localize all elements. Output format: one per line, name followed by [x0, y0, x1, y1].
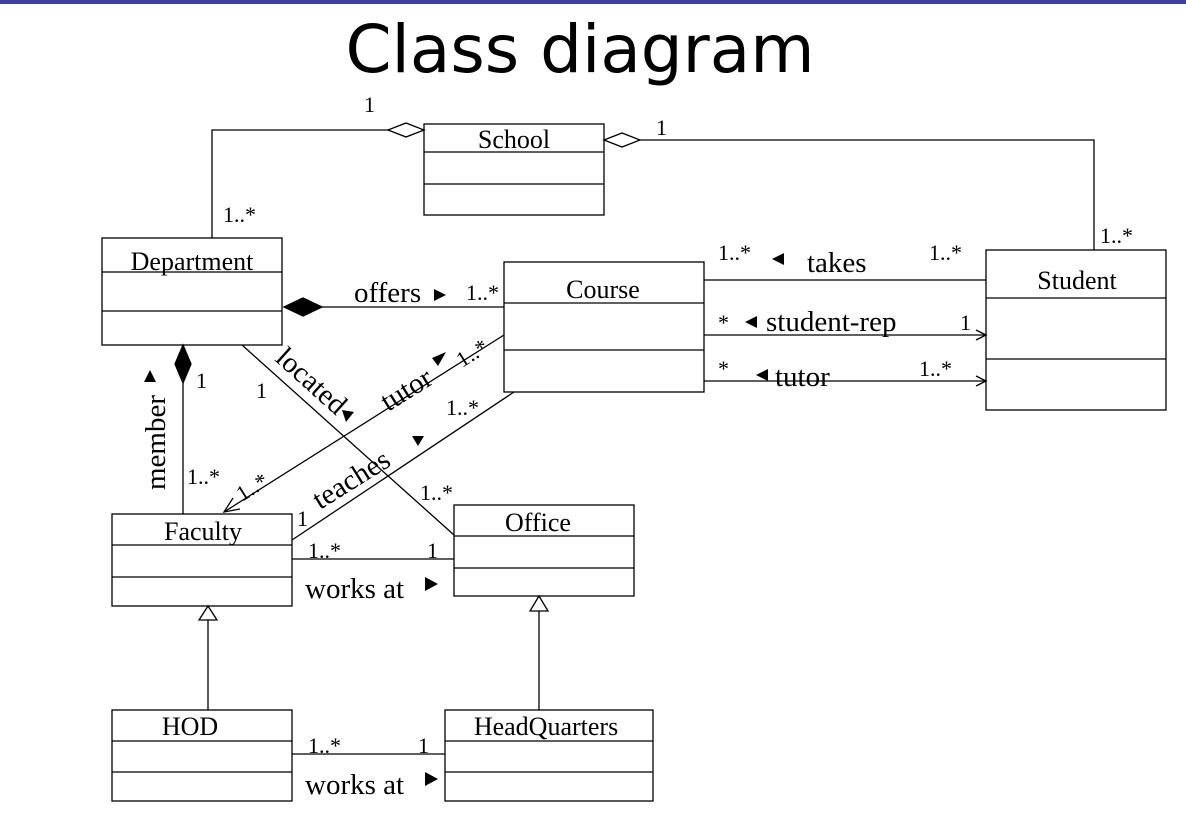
label-tutor: tutor	[775, 361, 830, 393]
direction-arrow-member	[144, 370, 156, 382]
label-member: member	[140, 395, 172, 490]
class-name-hod: HOD	[162, 712, 218, 741]
mult-school-student-school: 1	[656, 115, 667, 140]
class-department[interactable]	[101, 237, 283, 346]
top-accent-bar	[0, 0, 1186, 4]
direction-arrow-diag-tutor	[432, 352, 446, 366]
mult-teaches-faculty: 1	[297, 506, 308, 531]
generalization-triangle-office	[528, 594, 550, 612]
mult-takes-right: 1..*	[929, 240, 962, 265]
label-student-rep: student-rep	[766, 306, 896, 338]
mult-school-dept-dept: 1..*	[223, 202, 256, 227]
arrowhead-student-rep	[975, 329, 988, 341]
direction-arrow-tutor	[756, 369, 768, 381]
class-hod[interactable]	[111, 709, 293, 802]
mult-teaches-course: 1..*	[446, 395, 479, 420]
slide-title: Class diagram	[345, 11, 815, 88]
class-headquarters[interactable]	[444, 709, 654, 802]
mult-located-dept: 1	[256, 378, 267, 403]
mult-works-at-faculty: 1..*	[308, 538, 341, 563]
mult-student-rep-right: 1	[960, 310, 971, 335]
label-works-at-1: works at	[305, 573, 404, 605]
assoc-school-student	[640, 139, 1095, 250]
class-name-course: Course	[566, 275, 640, 304]
mult-works-at-hod: 1..*	[308, 733, 341, 758]
assoc-school-department	[211, 129, 388, 238]
class-name-headquarters: HeadQuarters	[474, 712, 618, 741]
mult-school-student-student: 1..*	[1100, 223, 1133, 248]
assoc-located	[241, 344, 455, 536]
class-name-faculty: Faculty	[164, 517, 242, 546]
direction-arrow-teaches	[412, 436, 424, 446]
mult-offers-course: 1..*	[466, 280, 499, 305]
mult-school-dept-school: 1	[364, 92, 375, 117]
label-offers: offers	[354, 277, 421, 309]
mult-diag-tutor-course: 1..*	[451, 334, 492, 373]
direction-arrow-student-rep	[745, 316, 757, 328]
mult-tutor-left: *	[718, 356, 729, 381]
class-name-office: Office	[505, 508, 571, 537]
composition-diamond-member	[174, 343, 192, 385]
aggregation-diamond-school-left	[386, 122, 426, 138]
class-name-student: Student	[1037, 266, 1117, 295]
class-school[interactable]	[423, 123, 605, 216]
mult-located-office: 1..*	[420, 480, 453, 505]
direction-arrow-offers	[434, 289, 446, 301]
mult-takes-left: 1..*	[718, 240, 751, 265]
direction-arrow-takes	[772, 253, 784, 265]
composition-diamond-offers	[282, 297, 324, 317]
mult-student-rep-left: *	[718, 310, 729, 335]
label-works-at-2: works at	[305, 769, 404, 801]
aggregation-diamond-school-right	[602, 132, 642, 148]
mult-member-dept: 1	[196, 368, 207, 393]
arrowhead-tutor	[975, 375, 988, 387]
mult-works-at-hq: 1	[418, 733, 429, 758]
label-takes: takes	[807, 247, 867, 279]
class-student[interactable]	[985, 249, 1167, 411]
label-diag-tutor: tutor	[375, 362, 439, 418]
class-name-school: School	[478, 125, 550, 154]
class-course[interactable]	[503, 261, 705, 393]
class-name-department: Department	[131, 247, 255, 276]
direction-arrow-works-at-2	[425, 772, 438, 786]
mult-works-at-office: 1	[427, 538, 438, 563]
assoc-teaches	[291, 391, 515, 541]
class-faculty[interactable]	[111, 513, 293, 607]
mult-diag-tutor-faculty: 1..*	[231, 468, 272, 507]
mult-tutor-right: 1..*	[919, 356, 952, 381]
direction-arrow-works-at-1	[425, 577, 438, 591]
arrowhead-diag-tutor	[222, 497, 241, 513]
class-office[interactable]	[453, 504, 635, 597]
generalization-triangle-faculty	[197, 604, 219, 621]
direction-arrow-located	[342, 410, 354, 422]
mult-member-faculty: 1..*	[187, 464, 220, 489]
assoc-diag-tutor	[223, 334, 505, 513]
